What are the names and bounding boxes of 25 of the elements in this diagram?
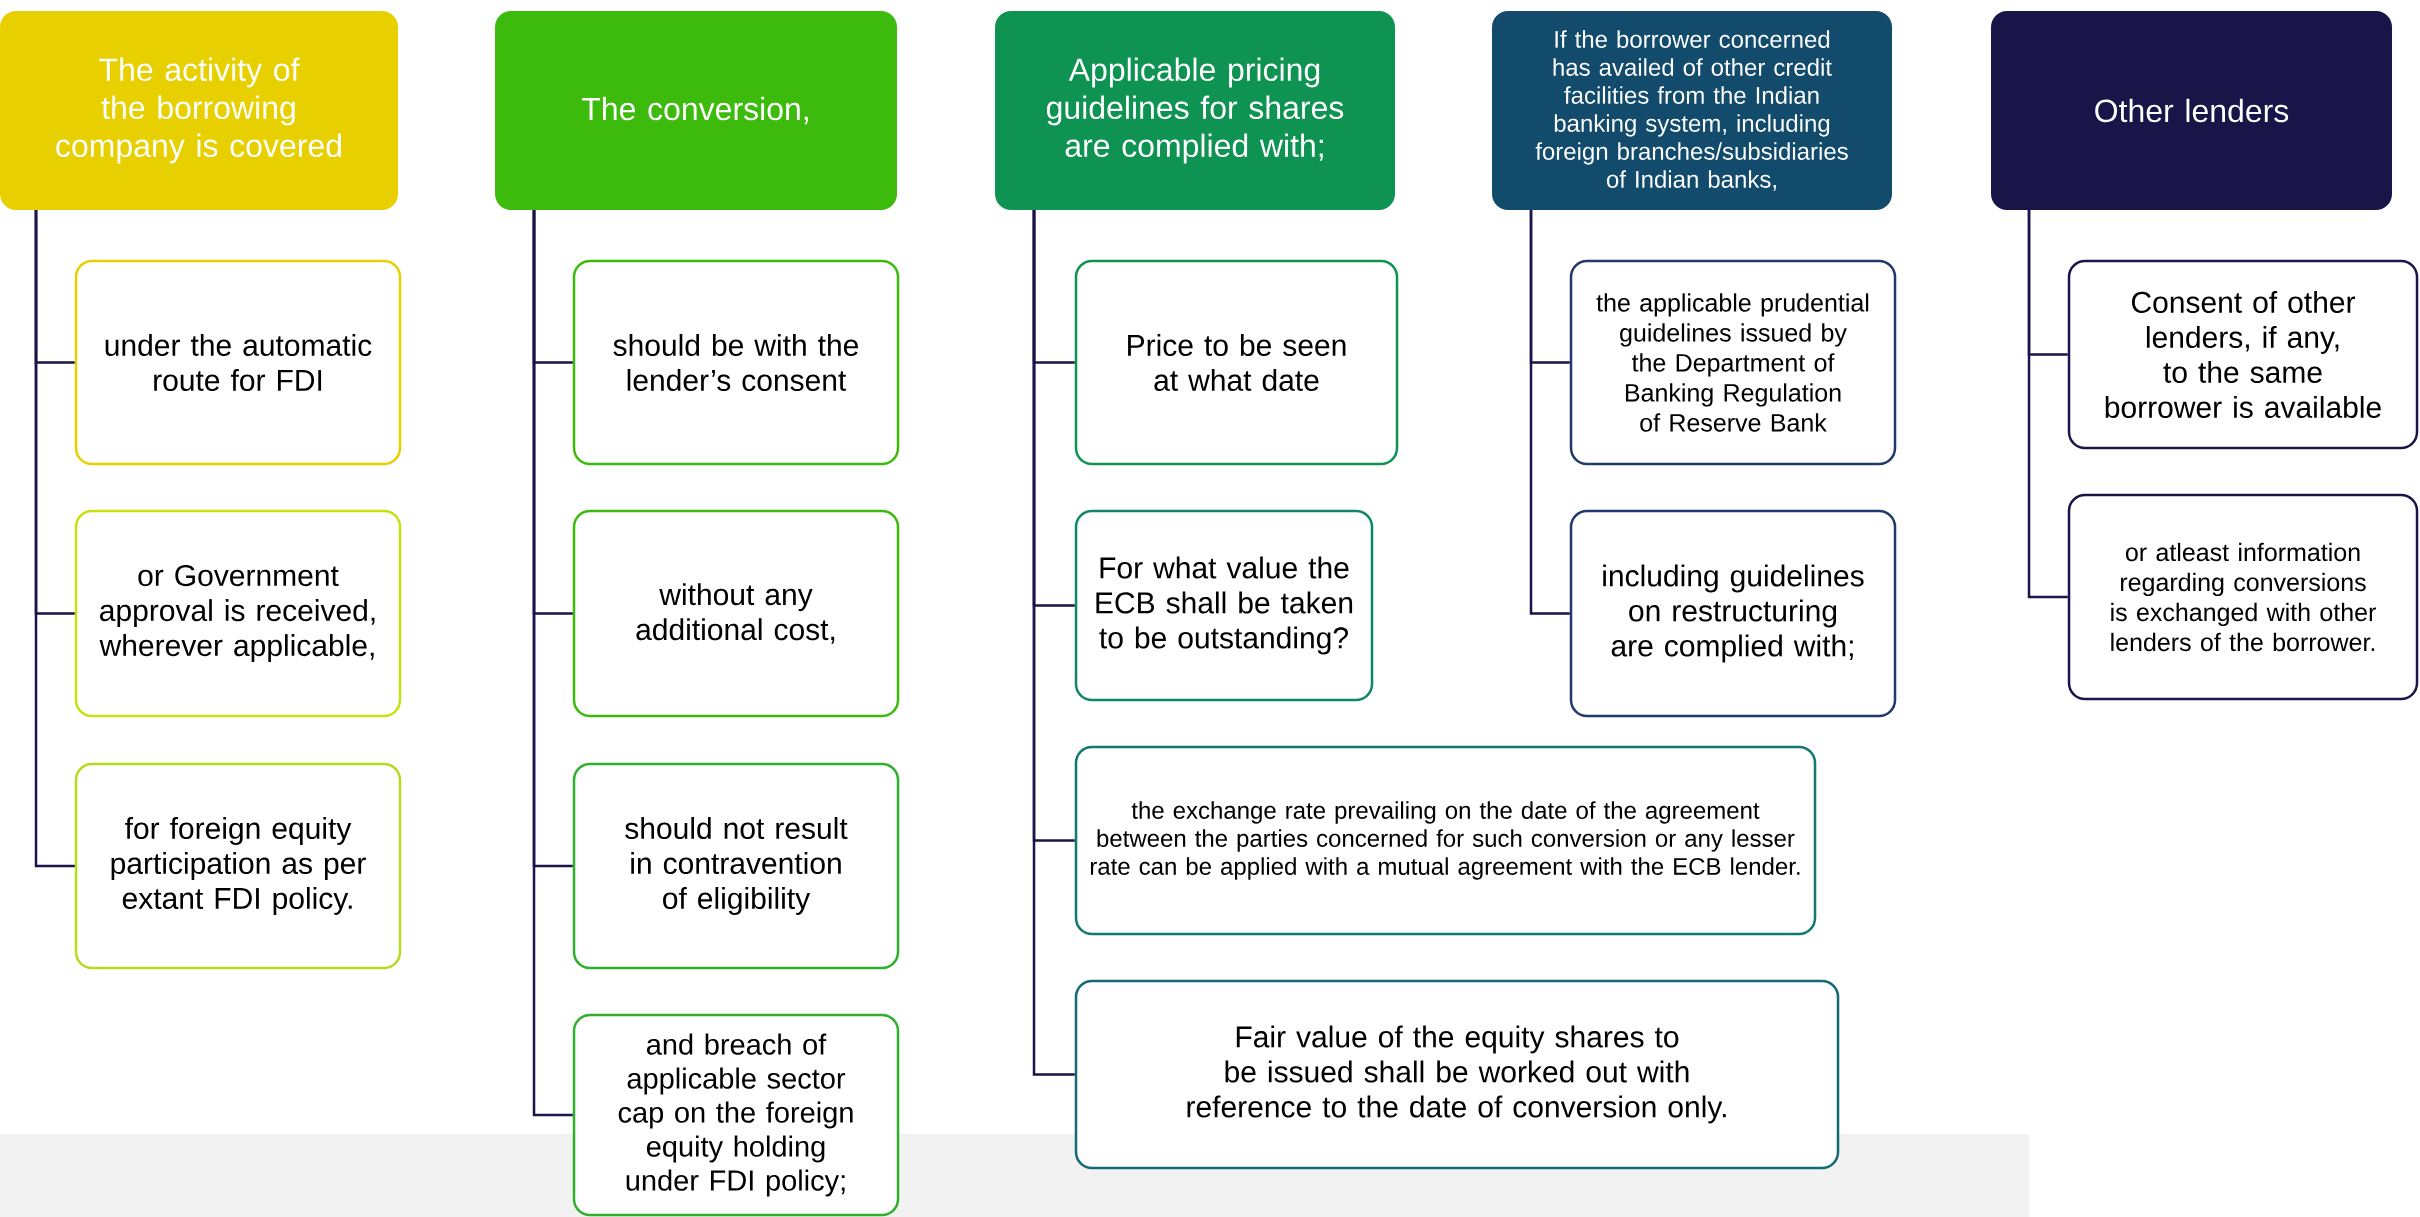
text-box: should not result in contravention of eligibility xyxy=(572,762,900,970)
connector xyxy=(1032,210,1075,1076)
header-box: If the borrower concerned has availed of other credit facilities from the Indian banking system, including foreign branches/subsidiaries of Indian banks, xyxy=(1492,11,1892,210)
text-box: without any additional cost, xyxy=(572,509,900,718)
text-box: including guidelines on restructuring are complied with; xyxy=(1569,509,1897,718)
text-box: Consent of other lenders, if any, to the same borrower is available xyxy=(2067,259,2419,450)
text-box: for foreign equity participation as per extant FDI policy. xyxy=(74,762,402,970)
text-box: under the automatic route for FDI xyxy=(74,259,402,466)
text-box: the exchange rate prevailing on the date of the agreement between the parties concerned for such conversion or any lesser rate can be applied with a mutual agreement with the ECB lender. xyxy=(1074,745,1817,936)
connector xyxy=(1529,210,1570,615)
header-box: The conversion, xyxy=(495,11,897,210)
text-box: Fair value of the equity shares to be issued shall be worked out with reference to the date of conversion only. xyxy=(1074,979,1840,1170)
header-box: The activity of the borrowing company is covered xyxy=(0,11,398,210)
connector xyxy=(532,210,573,1117)
text-box: the applicable prudential guidelines issued by the Department of Banking Regulation of Reserve Bank xyxy=(1569,259,1897,466)
header-box: Applicable pricing guidelines for shares are complied with; xyxy=(995,11,1395,210)
text-box: Price to be seen at what date xyxy=(1074,259,1399,466)
header-box: Other lenders xyxy=(1991,11,2392,210)
connector xyxy=(2027,210,2068,599)
text-box: or atleast information regarding conversions is exchanged with other lenders of the borrower. xyxy=(2067,493,2419,701)
text-box: or Government approval is received, wherever applicable, xyxy=(74,509,402,718)
connector xyxy=(34,210,75,868)
text-box: and breach of applicable sector cap on the foreign equity holding under FDI policy; xyxy=(572,1013,900,1217)
text-box: For what value the ECB shall be taken to be outstanding? xyxy=(1074,509,1374,702)
text-box: should be with the lender’s consent xyxy=(572,259,900,466)
